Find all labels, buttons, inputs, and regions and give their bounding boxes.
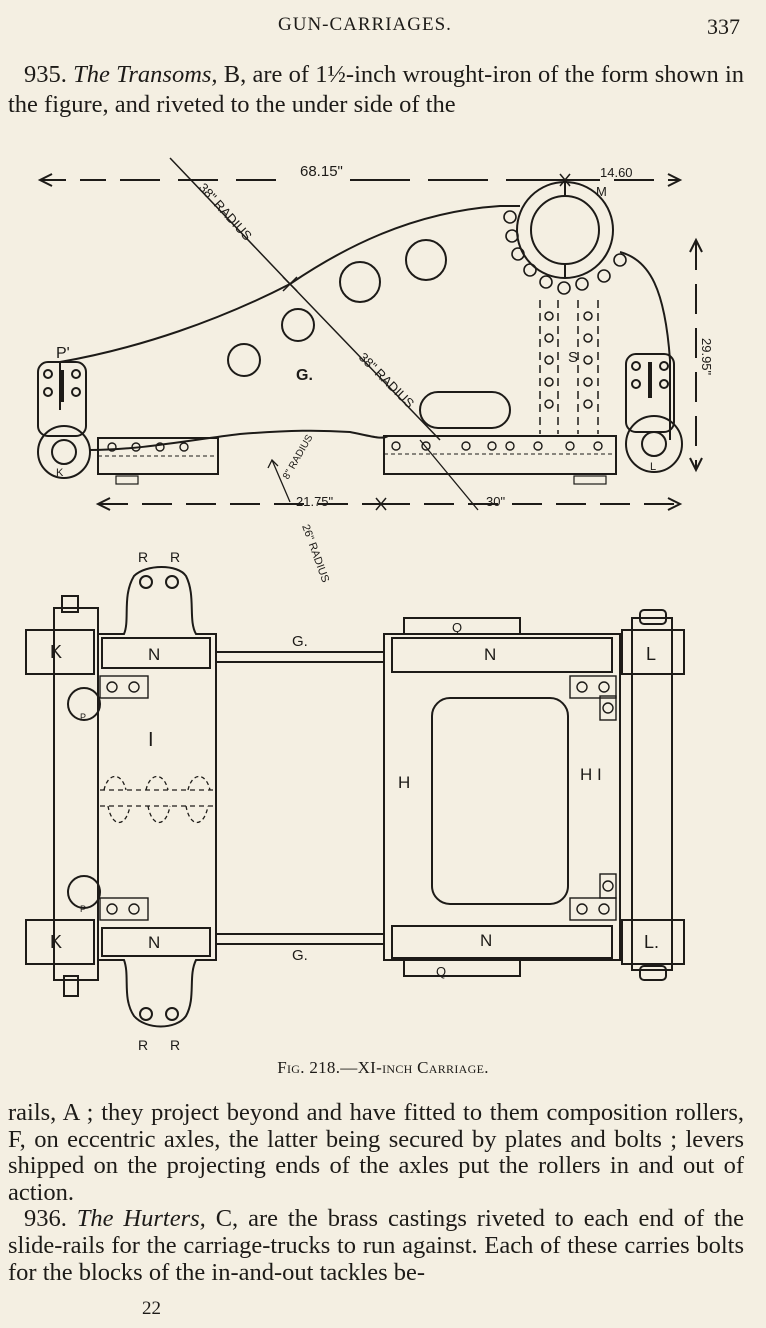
- plan-label-I: I: [148, 729, 154, 751]
- plan-label-L-top: L: [646, 644, 656, 664]
- paragraph-heading: The Hurters,: [76, 1205, 206, 1233]
- plan-label-K-top: K: [50, 642, 62, 662]
- side-label-M: M: [596, 184, 607, 199]
- plan-label-Q-top: Q: [452, 620, 462, 635]
- plan-label-G-top: G.: [292, 633, 308, 650]
- paragraph-number: 936.: [24, 1205, 67, 1233]
- plan-label-L-bottom: L.: [644, 932, 659, 952]
- radius-38-upper-label: 38" RADIUS: [196, 180, 255, 244]
- dim-top-label: 68.15": [300, 163, 343, 180]
- paragraph-text: B, are of 1½-inch wrought-iron of the fo…: [8, 61, 744, 118]
- body-text-bottom: rails, A ; they project beyond and have …: [8, 1099, 744, 1286]
- paragraph-number: 935.: [24, 61, 67, 88]
- radius-26-label: 26" RADIUS: [299, 523, 331, 584]
- carriage-drawing: 68.15" 14.60 38" RADIUS 38" RADIUS G.: [25, 157, 714, 1053]
- radius-38-lower-label: 38" RADIUS: [356, 350, 418, 412]
- side-label-P: P': [56, 345, 70, 362]
- radius-8-label: 8" RADIUS: [281, 433, 316, 482]
- dim-bottom-left-label: 21.75": [296, 494, 334, 509]
- figure-caption: Fig. 218.—XI-inch Carriage.: [277, 1058, 489, 1077]
- plan-label-Q-bottom: Q: [436, 964, 446, 979]
- dim-bottom-right-label: 30": [486, 494, 505, 509]
- plan-view: R R R R I K K P P: [25, 549, 685, 1053]
- side-view: 68.15" 14.60 38" RADIUS 38" RADIUS G.: [37, 157, 714, 584]
- plan-label-H: H: [398, 773, 410, 792]
- plan-label-N-right-bottom: N: [480, 931, 492, 950]
- page-header: GUN-CARRIAGES. 337: [0, 14, 766, 44]
- side-label-L: L: [650, 461, 656, 473]
- plan-label-N-left-top: N: [148, 645, 160, 664]
- figure-218: 68.15" 14.60 38" RADIUS 38" RADIUS G.: [0, 140, 766, 1070]
- plan-label-P-top: P: [80, 712, 86, 722]
- plan-label-N-right-top: N: [484, 645, 496, 664]
- signature-mark: 22: [142, 1298, 161, 1319]
- plan-label-R-bottom-1: R: [138, 1037, 148, 1053]
- paragraph-rails: rails, A ; they project beyond and have …: [8, 1099, 744, 1206]
- plan-label-R-top-2: R: [170, 549, 180, 565]
- plan-label-R-bottom-2: R: [170, 1037, 180, 1053]
- side-label-S: S: [568, 349, 578, 366]
- plan-label-G-bottom: G.: [292, 947, 308, 964]
- plan-label-K-bottom: K: [50, 932, 62, 952]
- side-label-G: G.: [296, 367, 313, 384]
- dim-top-right-label: 14.60: [600, 165, 633, 180]
- paragraph-935: 935. The Transoms, B, are of 1½-inch wro…: [8, 60, 744, 120]
- plan-label-N-left-bottom: N: [148, 933, 160, 952]
- page-number: 337: [707, 14, 740, 39]
- paragraph-936: 936. The Hurters, C, are the brass casti…: [8, 1206, 744, 1286]
- side-label-K: K: [56, 467, 64, 479]
- paragraph-text: C, are the brass castings riveted to eac…: [8, 1205, 744, 1286]
- running-title: GUN-CARRIAGES.: [278, 14, 452, 35]
- paragraph-heading: The Transoms,: [73, 61, 218, 88]
- plan-label-H1: H I: [580, 765, 602, 784]
- plan-label-R-top-1: R: [138, 549, 148, 565]
- dim-right-label: 29.95": [699, 338, 714, 376]
- plan-label-P-bottom: P: [80, 904, 86, 914]
